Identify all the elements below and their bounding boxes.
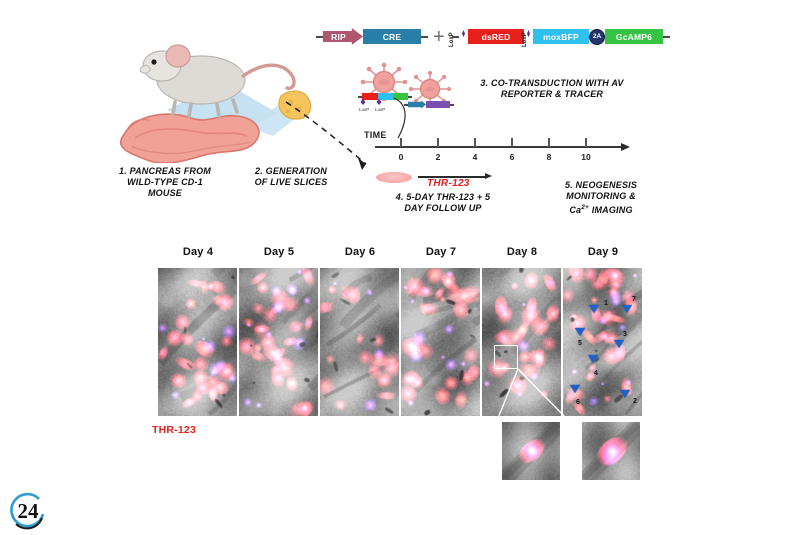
arrow-number-5: 5 — [578, 340, 582, 347]
reporter-lead-right — [663, 35, 670, 38]
arrow-number-6: 6 — [576, 399, 580, 406]
micrograph-panel-day-7[interactable] — [401, 268, 480, 416]
timeline-tick-4 — [474, 138, 476, 147]
gene-2a-peptide: 2A — [589, 28, 605, 45]
gene-gcamp6: GcAMP6 — [605, 29, 663, 44]
timeline-arrowhead — [621, 142, 630, 151]
inset-magnified-1[interactable] — [502, 422, 560, 480]
day-label-day-7: Day 7 — [425, 246, 457, 258]
arrowhead-marker-4 — [588, 355, 598, 363]
timeline-axis-line — [375, 146, 623, 148]
timeline-label-2: 2 — [435, 152, 441, 162]
arrow-number-3: 3 — [623, 331, 627, 338]
step-1-line-1: 1. PANCREAS FROM — [118, 166, 212, 176]
adenovirus-particle-tracer — [408, 70, 452, 108]
step-5-caption: 5. NEOGENESIS MONITORING & Ca2+ IMAGING — [540, 180, 662, 216]
thr123-treatment-label: THR-123 — [427, 178, 470, 189]
step-4-line-2: DAY FOLLOW UP — [404, 203, 482, 213]
inset-magnified-2[interactable] — [582, 422, 640, 480]
step-1-line-2: WILD-TYPE CD-1 — [127, 177, 203, 187]
live-slice-blob — [376, 172, 412, 183]
dashed-curved-arrow — [285, 101, 367, 170]
mouse-pancreas-illustration — [120, 44, 312, 163]
loxp-label-1: LoxP — [449, 32, 455, 47]
imaging-label: IMAGING — [589, 205, 633, 215]
step-5-line-1: 5. NEOGENESIS — [564, 180, 638, 190]
step-4-line-1: 4. 5-DAY THR-123 + 5 — [395, 192, 491, 202]
arrow-number-1: 1 — [604, 300, 608, 307]
timeline-label-6: 6 — [509, 152, 515, 162]
step-1-caption: 1. PANCREAS FROM WILD-TYPE CD-1 MOUSE — [100, 166, 230, 199]
gene-moxbfp: moxBFP — [533, 29, 589, 44]
roi-leader-lines — [495, 368, 567, 423]
plus-sign: + — [433, 26, 445, 48]
step-1-line-3: MOUSE — [147, 188, 182, 198]
day-label-day-6: Day 6 — [344, 246, 376, 258]
timeline-axis-label: TIME — [364, 130, 387, 140]
thr123-arrow-line — [418, 176, 486, 178]
day-label-day-4: Day 4 — [182, 246, 214, 258]
construct-driver: RIP CRE — [316, 28, 428, 45]
step-2-caption: 2. GENERATION OF LIVE SLICES — [232, 166, 350, 188]
micrograph-panel-day-5[interactable] — [239, 268, 318, 416]
timeline-label-0: 0 — [398, 152, 404, 162]
timeline-tick-6 — [511, 138, 513, 147]
arrowhead-marker-7 — [622, 305, 632, 313]
virus-bracket — [393, 97, 406, 139]
mini-loxp-marks: LoxP LoxP — [359, 99, 385, 111]
gene-cre: CRE — [363, 29, 421, 44]
step-2-line-2: OF LIVE SLICES — [254, 177, 328, 187]
page-number-text: 24 — [17, 498, 39, 523]
loxp-label-2: LoxP — [522, 32, 528, 47]
ca-label: Ca — [569, 205, 582, 215]
arrowhead-marker-3 — [614, 340, 624, 348]
timeline-label-4: 4 — [472, 152, 478, 162]
arrow-number-4: 4 — [594, 370, 598, 377]
svg-text:LoxP: LoxP — [375, 107, 385, 111]
micrograph-panel-day-8[interactable] — [482, 268, 561, 416]
timeline-tick-0 — [400, 138, 402, 147]
svg-text:LoxP: LoxP — [359, 107, 369, 111]
thr123-arrowhead — [485, 172, 492, 179]
arrowhead-marker-5 — [575, 328, 585, 336]
loxp-site-1 — [459, 30, 468, 43]
mini-construct-tracer — [404, 100, 454, 109]
arrowhead-marker-1 — [589, 305, 599, 313]
step-3-line-2: REPORTER & TRACER — [500, 89, 604, 99]
timeline-tick-10 — [585, 138, 587, 147]
step-5-line-2: MONITORING & — [566, 191, 636, 201]
timeline-tick-8 — [548, 138, 550, 147]
timeline-label-8: 8 — [546, 152, 552, 162]
micrograph-row-label-thr123: THR-123 — [152, 424, 196, 436]
arrowhead-marker-6 — [570, 385, 580, 393]
timeline-tick-2 — [437, 138, 439, 147]
mini-construct-reporter — [358, 93, 412, 100]
gene-rip: RIP — [323, 28, 363, 45]
day-label-day-5: Day 5 — [263, 246, 295, 258]
construct-lead-left — [316, 35, 323, 38]
reporter-lead-left — [452, 35, 459, 38]
ca-superscript: 2+ — [581, 204, 590, 211]
arrow-number-7: 7 — [632, 296, 636, 303]
construct-reporter: dsRED moxBFP 2A GcAMP6 — [452, 28, 670, 45]
page-number-badge: 24 — [6, 492, 50, 530]
step-3-line-1: 3. CO-TRANSDUCTION WITH AV — [480, 78, 624, 88]
construct-lead-right — [421, 35, 428, 38]
day-label-day-9: Day 9 — [587, 246, 619, 258]
step-5-line-3: Ca2+ IMAGING — [540, 202, 662, 216]
gene-dsred: dsRED — [468, 29, 524, 44]
micrograph-panel-day-4[interactable] — [158, 268, 237, 416]
step-2-line-1: 2. GENERATION — [255, 166, 327, 176]
badge-circle-icon — [10, 492, 45, 530]
roi-box-day-8[interactable] — [494, 345, 518, 369]
timeline-label-10: 10 — [581, 152, 591, 162]
arrow-number-2: 2 — [633, 398, 637, 405]
step-3-caption: 3. CO-TRANSDUCTION WITH AV REPORTER & TR… — [462, 78, 642, 100]
micrograph-panel-day-6[interactable] — [320, 268, 399, 416]
arrowhead-marker-2 — [620, 390, 630, 398]
day-label-day-8: Day 8 — [506, 246, 538, 258]
step-4-caption: 4. 5-DAY THR-123 + 5 DAY FOLLOW UP — [368, 192, 518, 214]
